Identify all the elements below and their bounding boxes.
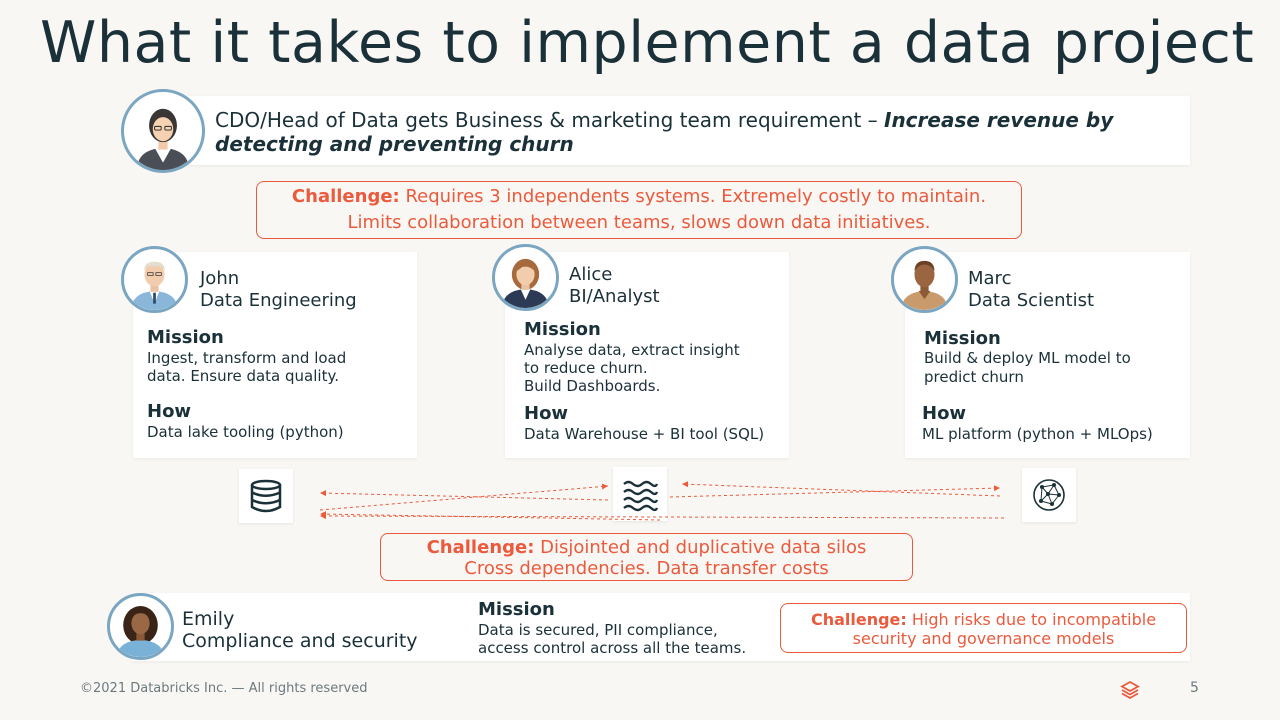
challenge-bottom-box: Challenge: High risks due to incompatibl… <box>780 603 1187 653</box>
emily-avatar <box>107 593 174 660</box>
alice-mission-line3: Build Dashboards. <box>524 377 661 395</box>
challenge-bottom-text1: High risks due to incompatible <box>906 610 1157 629</box>
arrow-lake-to-db-2 <box>319 511 661 521</box>
challenge-mid-text1: Disjointed and duplicative data silos <box>534 537 867 558</box>
emily-mission-label: Mission <box>478 599 555 620</box>
arrow-db-to-lake <box>319 483 609 511</box>
alice-mission-line2: to reduce churn. <box>524 359 648 377</box>
alice-avatar <box>492 244 559 311</box>
marc-mission-label: Mission <box>924 328 1001 349</box>
alice-role: BI/Analyst <box>569 286 660 307</box>
ml-network-icon <box>1033 479 1065 511</box>
john-mission-label: Mission <box>147 327 224 348</box>
challenge-mid-label: Challenge: <box>426 537 535 558</box>
challenge-top-text1: Requires 3 independents systems. Extreme… <box>399 186 987 207</box>
john-how-label: How <box>147 401 192 422</box>
marc-name: Marc <box>968 268 1012 289</box>
arrow-lake-to-db <box>319 490 609 501</box>
alice-mission-line1: Analyse data, extract insight <box>524 341 740 359</box>
john-role: Data Engineering <box>200 290 357 311</box>
marc-role: Data Scientist <box>968 290 1094 311</box>
arrow-ml-to-db <box>319 513 1005 520</box>
slide-title: What it takes to implement a data projec… <box>40 10 1255 76</box>
databricks-logo-icon <box>1120 680 1140 700</box>
database-icon <box>250 479 282 513</box>
arrow-ml-to-lake <box>681 481 1001 497</box>
persona-card-emily <box>132 593 1190 661</box>
challenge-top-box: Challenge: Requires 3 independents syste… <box>256 181 1022 239</box>
arrow-lake-to-ml <box>669 485 1001 498</box>
marc-mission-line2: predict churn <box>924 368 1024 386</box>
challenge-top-line2: Limits collaboration between teams, slow… <box>347 212 931 233</box>
john-mission-line1: Ingest, transform and load <box>147 349 347 367</box>
john-how-text: Data lake tooling (python) <box>147 423 344 441</box>
footer-copyright: ©2021 Databricks Inc. — All rights reser… <box>80 681 368 696</box>
cdo-avatar <box>121 89 205 173</box>
cdo-text-plain: CDO/Head of Data gets Business & marketi… <box>215 108 884 132</box>
marc-how-label: How <box>922 403 967 424</box>
marc-mission-line1: Build & deploy ML model to <box>924 349 1131 367</box>
emily-role: Compliance and security <box>182 630 418 652</box>
challenge-bottom-line2: security and governance models <box>852 629 1115 648</box>
page-number: 5 <box>1190 680 1199 696</box>
challenge-top-line1: Challenge: Requires 3 independents syste… <box>257 184 1021 210</box>
emily-mission-line1: Data is secured, PII compliance, <box>478 621 718 639</box>
challenge-top-label: Challenge: <box>291 186 400 207</box>
tool-ml-platform <box>1022 468 1076 522</box>
alice-name: Alice <box>569 264 613 285</box>
emily-mission-line2: access control across all the teams. <box>478 639 747 657</box>
cdo-requirement-text: CDO/Head of Data gets Business & marketi… <box>215 108 1175 156</box>
john-avatar <box>121 246 188 313</box>
alice-how-label: How <box>524 403 569 424</box>
cdo-text-emphasis: Increase revenue by detecting and preven… <box>215 108 1114 156</box>
cdo-card <box>150 96 1190 165</box>
challenge-bottom-line1: Challenge: High risks due to incompatibl… <box>781 610 1186 629</box>
alice-mission-label: Mission <box>524 319 601 340</box>
marc-avatar <box>891 246 958 313</box>
challenge-mid-line1: Challenge: Disjointed and duplicative da… <box>381 537 912 558</box>
marc-how-text: ML platform (python + MLOps) <box>922 425 1153 443</box>
emily-name: Emily <box>182 608 235 630</box>
tool-data-lake <box>613 467 667 521</box>
tool-database <box>239 469 293 523</box>
challenge-bottom-label: Challenge: <box>810 610 907 629</box>
data-lake-waves-icon <box>623 480 659 512</box>
john-mission-line2: data. Ensure data quality. <box>147 367 339 385</box>
challenge-mid-box: Challenge: Disjointed and duplicative da… <box>380 533 913 581</box>
alice-how-text: Data Warehouse + BI tool (SQL) <box>524 425 765 443</box>
challenge-mid-line2: Cross dependencies. Data transfer costs <box>464 558 829 579</box>
john-name: John <box>200 268 240 289</box>
